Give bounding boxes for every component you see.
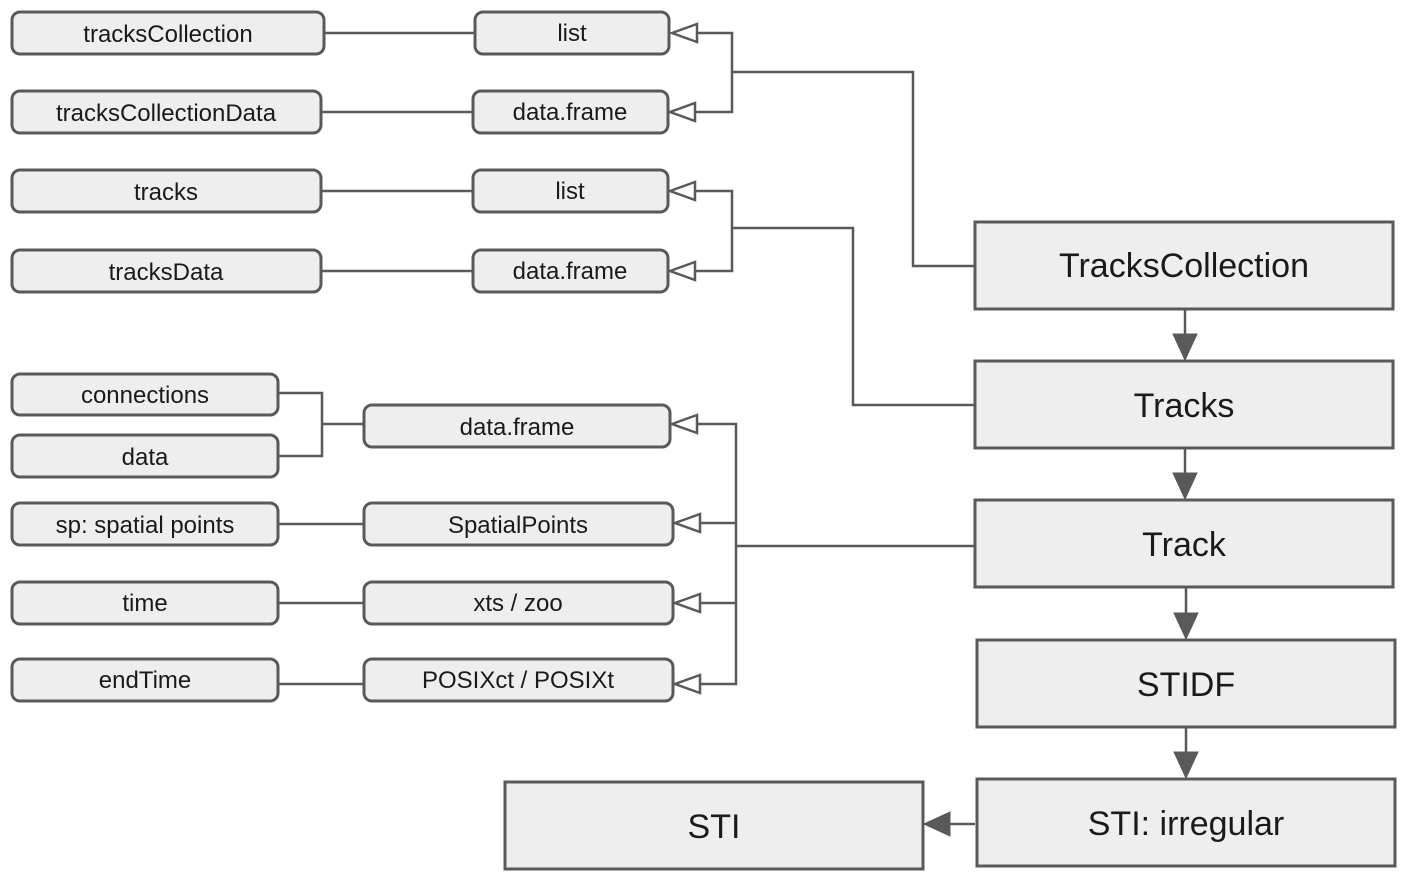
class-label: STIDF [1137,666,1235,704]
class-label: TracksCollection [1059,247,1309,285]
arrow-down-icon [1173,751,1199,780]
class-label: STI [688,808,741,846]
open-arrow-icon [668,22,699,44]
class-label: STI: irregular [1088,805,1285,843]
arrow-down-icon [1172,333,1198,362]
slot-label: data [122,444,169,471]
type-spatialpoints[interactable]: SpatialPoints [362,501,675,547]
connectors [278,31,1188,826]
type-dataframe-2[interactable]: data.frame [471,248,670,294]
slot-label: tracksData [109,259,224,286]
type-list-1[interactable]: list [473,10,671,56]
type-label: POSIXct / POSIXt [422,667,614,694]
open-arrow-icon [666,260,697,282]
open-arrow-icon [666,180,697,202]
slot-tracksCollection[interactable]: tracksCollection [10,10,326,56]
arrow-down-icon [1172,472,1198,501]
slot-tracksData[interactable]: tracksData [10,248,323,294]
open-arrow-icon [666,101,697,123]
type-dataframe-3[interactable]: data.frame [362,403,672,449]
arrow-down-icon [1173,612,1199,641]
class-tracks[interactable]: Tracks [973,359,1395,450]
type-posix[interactable]: POSIXct / POSIXt [362,657,675,703]
slot-label: tracks [134,179,198,206]
connector-tracksCollection-bracket [694,31,975,268]
slot-label: endTime [99,667,191,694]
class-label: Track [1142,526,1227,564]
slot-label: connections [81,382,209,409]
type-xtszoo[interactable]: xts / zoo [362,580,675,626]
type-label: data.frame [513,258,628,285]
connector-tracks-bracket [694,189,975,407]
solid-arrowheads [922,333,1199,837]
type-label: SpatialPoints [448,512,588,539]
type-label: data.frame [513,99,628,126]
open-arrowheads [666,22,702,695]
type-list-2[interactable]: list [471,168,670,214]
slot-sp[interactable]: sp: spatial points [10,501,280,547]
open-arrow-icon [671,673,702,695]
slot-endTime[interactable]: endTime [10,657,280,703]
slot-tracksCollectionData[interactable]: tracksCollectionData [10,89,323,135]
arrow-left-icon [922,811,951,837]
type-label: xts / zoo [473,590,562,617]
slot-label: tracksCollection [83,21,252,48]
slot-label: tracksCollectionData [56,100,277,127]
class-label: Tracks [1134,387,1235,425]
slot-label: sp: spatial points [56,512,235,539]
slot-connections[interactable]: connections [10,372,280,417]
open-arrow-icon [671,592,702,614]
slot-label: time [122,590,167,617]
class-tracksCollection[interactable]: TracksCollection [973,220,1395,311]
connector-track-bracket [697,422,975,686]
class-stidf[interactable]: STIDF [975,638,1397,729]
open-arrow-icon [671,512,702,534]
type-dataframe-1[interactable]: data.frame [471,89,670,135]
slot-data[interactable]: data [10,433,280,479]
type-label: data.frame [460,414,575,441]
class-track[interactable]: Track [973,498,1395,589]
class-sti[interactable]: STI [503,780,925,871]
slot-time[interactable]: time [10,580,280,626]
type-label: list [555,178,585,205]
class-stiIrregular[interactable]: STI: irregular [975,777,1397,868]
connector-connections-data-dataframe [278,391,364,458]
open-arrow-icon [668,413,699,435]
type-label: list [557,20,587,47]
slot-tracks[interactable]: tracks [10,168,323,214]
